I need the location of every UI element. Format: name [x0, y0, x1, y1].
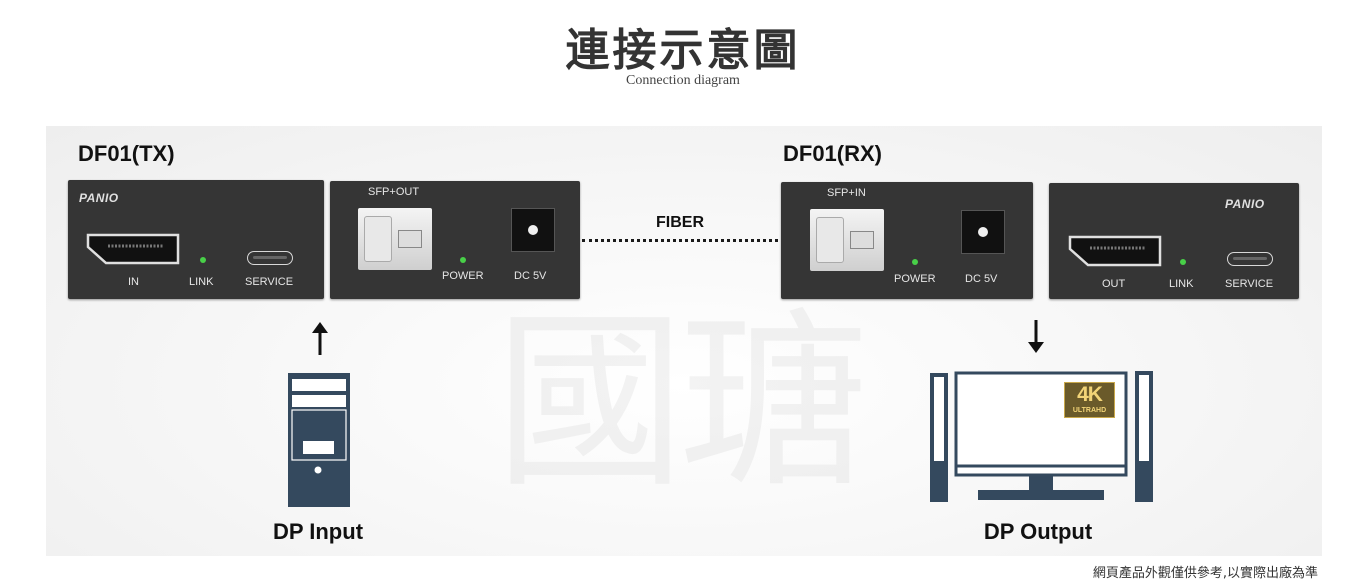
rx-back-panel: SFP+IN POWER DC 5V: [781, 182, 1033, 299]
dp-output-caption: DP Output: [983, 519, 1093, 544]
usb-c-icon: [1227, 252, 1273, 266]
tx-in-label: IN: [128, 276, 139, 288]
4k-badge: 4K ULTRAHD: [1064, 382, 1115, 418]
arrow-down-icon: [1028, 320, 1044, 353]
tx-label: DF01(TX): [78, 141, 175, 166]
rx-sfp-label: SFP+IN: [827, 187, 866, 199]
rx-link-led: [1180, 259, 1186, 265]
tx-power-led: [460, 257, 466, 263]
monitor-speakers-icon: [930, 371, 1153, 502]
tx-front-panel: PANIO IN LINK SERVICE: [68, 180, 324, 299]
fiber-line: [582, 239, 778, 242]
tx-brand-logo: PANIO: [79, 191, 119, 205]
rx-sfp-port: [810, 209, 884, 271]
4k-badge-text: 4K: [1077, 383, 1103, 406]
tx-back-panel: SFP+OUT POWER DC 5V: [330, 181, 580, 299]
tx-sfp-port: [358, 208, 432, 270]
dp-input-caption: DP Input: [272, 519, 364, 544]
rx-front-panel: PANIO OUT LINK SERVICE: [1049, 183, 1299, 299]
4k-badge-subtext: ULTRAHD: [1072, 407, 1107, 414]
fiber-label: FIBER: [656, 214, 704, 231]
rx-power-label: POWER: [894, 273, 936, 285]
rx-link-label: LINK: [1169, 278, 1194, 290]
rx-dc-label: DC 5V: [965, 273, 998, 285]
watermark: 國瑭: [495, 292, 869, 513]
footnote: 網頁產品外觀僅供參考,以實際出廠為準: [1092, 566, 1318, 581]
tx-link-led: [200, 257, 206, 263]
pc-tower-icon: [288, 373, 350, 507]
page-title: 連接示意圖: [565, 25, 801, 76]
rx-label: DF01(RX): [783, 141, 883, 166]
rx-dc-jack: [961, 210, 1005, 254]
tx-power-label: POWER: [442, 270, 484, 282]
displayport-icon: [1068, 235, 1162, 267]
arrow-up-icon: [312, 322, 328, 355]
rx-service-label: SERVICE: [1225, 278, 1274, 290]
tx-dc-label: DC 5V: [514, 270, 547, 282]
tx-dc-jack: [511, 208, 555, 252]
tx-sfp-label: SFP+OUT: [368, 186, 420, 198]
rx-out-label: OUT: [1102, 278, 1126, 290]
displayport-icon: [86, 233, 180, 265]
rx-power-led: [912, 259, 918, 265]
usb-c-icon: [247, 251, 293, 265]
rx-brand-logo: PANIO: [1225, 197, 1265, 211]
tx-service-label: SERVICE: [245, 276, 294, 288]
tx-link-label: LINK: [189, 276, 214, 288]
page-subtitle: Connection diagram: [626, 73, 740, 88]
